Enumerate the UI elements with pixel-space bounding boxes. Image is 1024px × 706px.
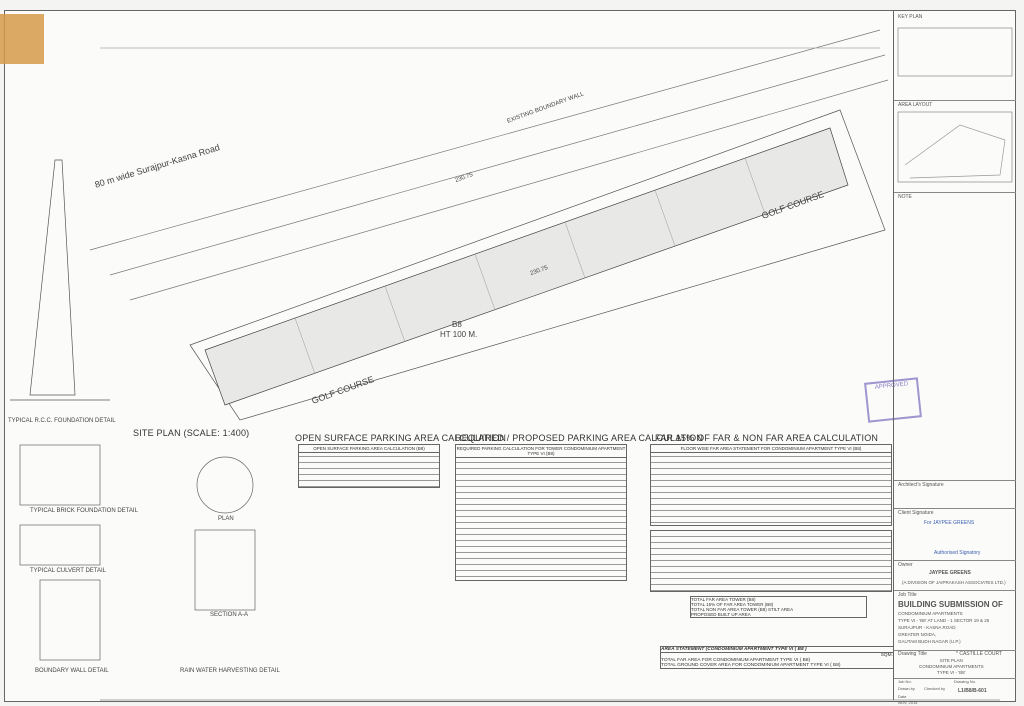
table-row: TOTAL FAR AREA TOWER (B8) [691,597,756,602]
table-header: OPEN SURFACE PARKING AREA CALCULATION (B… [299,445,439,453]
drawn-by-label: Drawn by [898,686,915,691]
rcc-foundation-drawing [29,159,76,396]
title-block: KEY PLAN AREA LAYOUT NOTE Architect's Si… [893,10,1016,705]
table-header: REQUIRED PARKING CALCULATION FOR TOWER C… [456,445,626,458]
note-label: NOTE [898,194,912,200]
required-parking-table: REQUIRED PARKING CALCULATION FOR TOWER C… [455,444,627,581]
masking-tape [0,14,44,64]
date-value: NOV, 2014 [898,700,918,705]
unit-label: SQM. [880,653,893,658]
architect-signature-label: Architect's Signature [898,482,944,488]
key-plan-map [897,27,1013,77]
job-title-label: Job Title [898,592,917,598]
road-line [89,29,881,251]
job-line: TYPE VI - 'B8' AT LAND - 1 SECTOR 19 & 2… [898,618,990,623]
job-line: CONDOMINIUM APARTMENTS [898,611,963,616]
detail-label: TYPICAL CULVERT DETAIL [30,568,107,574]
owner-subtitle: (A DIVISION OF JAIPRAKASH ASSOCIATES LTD… [902,580,1006,585]
detail-label: BOUNDARY WALL DETAIL [35,668,109,674]
tower-name: B8 [452,320,462,329]
table-row: PROPOSED BUILT UP AREA [691,612,751,617]
drawing-title-line: CONDOMINIUM APARTMENTS [919,664,984,669]
tower-height: HT 100 M. [440,330,478,339]
rain-water-section-drawing [194,529,256,611]
key-plan-label: KEY PLAN [898,14,923,20]
job-description: CONDOMINIUM APARTMENTS TYPE VI - 'B8' AT… [898,610,989,645]
table-title: REQUIRED / PROPOSED PARKING AREA CALCULA… [455,433,704,443]
builtup-table: TOTAL FAR AREA TOWER (B8) TOTAL 15% OF F… [690,596,867,618]
table-row: TOTAL GROUND COVER AREA FOR CONDOMINIUM … [661,663,841,668]
job-line: GAUTAM BUDH NAGAR (U.P.) [898,639,961,644]
owner-name: JAYPEE GREENS [929,570,971,576]
drawing-no-label: Drawing No. [954,679,977,684]
tower-b8-footprint [204,127,849,406]
site-plan-title: SITE PLAN (SCALE: 1:400) [133,428,250,438]
road-line [129,79,889,301]
project-name: * CASTILLE COURT [956,651,1003,657]
brick-foundation-drawing [19,444,101,506]
client-signature-label: Client Signature [898,510,934,516]
table-title: FAR 15% OF FAR & NON FAR AREA CALCULATIO… [655,433,879,443]
drawing-title-label: Drawing Title [898,651,927,657]
job-line: SURAJPUR - KASNA ROAD [898,625,956,630]
detail-label: PLAN [218,516,234,522]
table-row: TOTAL FAR AREA FOR CONDOMINIUM APARTMENT… [661,658,811,663]
client-name: For JAYPEE GREENS [924,520,975,526]
drawing-title-line: TYPE VI - 'B8' [937,670,966,675]
area-layout-map [897,111,1013,183]
authorised-signatory: Authorised Signatory [934,550,981,556]
table-header: AREA STATEMENT (CONDOMINIUM APARTMENT TY… [661,647,893,653]
culvert-drawing [19,524,101,566]
detail-label: SECTION A-A [210,612,249,618]
job-no-label: Job No. [898,679,912,684]
checked-by-label: Checked by [924,686,946,691]
drawing-number: L1/B8/B-601 [958,688,987,694]
job-line: GREATER NOIDA, [898,632,937,637]
table-header: FLOOR WISE FAR AREA STATEMENT FOR CONDOM… [651,445,891,453]
area-layout-label: AREA LAYOUT [898,102,933,108]
far-table-2 [650,530,892,592]
boundary-wall-drawing [39,579,101,661]
area-statement-table: AREA STATEMENT (CONDOMINIUM APARTMENT TY… [660,646,894,669]
table-row: TOTAL NON FAR AREA TOWER (B8) STILT AREA [691,607,794,612]
job-title: BUILDING SUBMISSION OF [898,600,1003,609]
table-row: TOTAL 15% OF FAR AREA TOWER (B8) [691,602,774,607]
date-label: Date [898,694,907,699]
detail-label: TYPICAL BRICK FOUNDATION DETAIL [30,508,138,514]
drawing-title: SITE PLAN CONDOMINIUM APARTMENTS TYPE VI… [919,658,984,676]
table-title: OPEN SURFACE PARKING AREA CALCULATION [295,433,507,443]
road-line [109,54,886,276]
owner-label: Owner [898,562,913,568]
drawing-title-line: SITE PLAN [939,658,963,663]
rain-water-plan-drawing [196,456,254,514]
far-table: FLOOR WISE FAR AREA STATEMENT FOR CONDOM… [650,444,892,526]
detail-label: RAIN WATER HARVESTING DETAIL [180,668,280,674]
open-parking-table: OPEN SURFACE PARKING AREA CALCULATION (B… [298,444,440,488]
detail-label: TYPICAL R.C.C. FOUNDATION DETAIL [8,418,116,424]
